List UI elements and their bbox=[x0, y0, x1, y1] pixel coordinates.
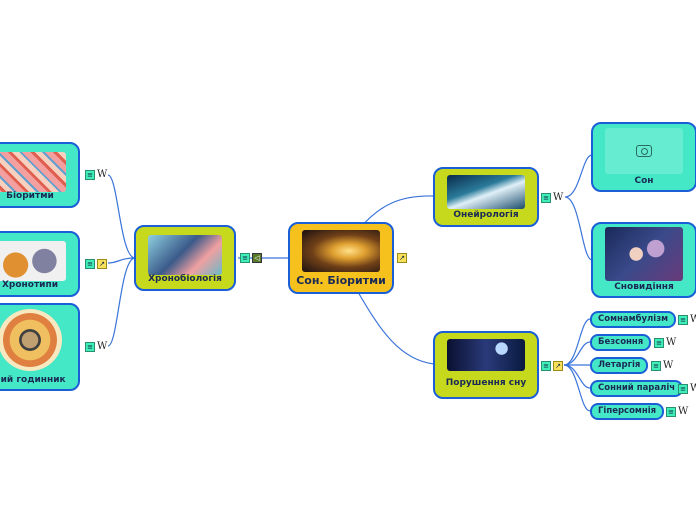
wikipedia-icon[interactable]: W bbox=[663, 360, 674, 371]
oneirology-node[interactable]: Онейрологія bbox=[433, 167, 539, 227]
sleep-image-placeholder bbox=[605, 128, 683, 174]
note-icon[interactable]: ≡ bbox=[541, 361, 551, 371]
biological-clock-label: ний годинник bbox=[0, 375, 66, 385]
root-node[interactable]: Сон. Біоритми bbox=[288, 222, 394, 294]
wikipedia-icon[interactable]: W bbox=[553, 192, 564, 203]
link-icon[interactable]: ↗ bbox=[553, 361, 563, 371]
wikipedia-icon[interactable]: W bbox=[690, 314, 696, 325]
note-icon[interactable]: ≡ bbox=[85, 259, 95, 269]
sleep-label: Сон bbox=[634, 176, 654, 186]
link-icon[interactable]: ↗ bbox=[397, 253, 407, 263]
oneirology-image bbox=[447, 175, 525, 209]
wikipedia-icon[interactable]: W bbox=[690, 383, 696, 394]
sleep-disorders-label: Порушення сну bbox=[445, 378, 527, 388]
biological-clock-node[interactable]: ний годинник bbox=[0, 303, 80, 391]
disorder-lethargy[interactable]: Летаргія bbox=[590, 357, 649, 374]
note-icon[interactable]: ≡ bbox=[541, 193, 551, 203]
note-icon[interactable]: ≡ bbox=[240, 253, 250, 263]
note-icon[interactable]: ≡ bbox=[654, 338, 664, 348]
note-icon[interactable]: ≡ bbox=[678, 315, 688, 325]
dreaming-image bbox=[605, 227, 683, 281]
wikipedia-icon[interactable]: W bbox=[97, 341, 108, 352]
link-icon[interactable]: ↗ bbox=[97, 259, 107, 269]
chronotypes-image bbox=[0, 241, 66, 281]
note-icon[interactable]: ≡ bbox=[85, 170, 95, 180]
disorder-insomnia[interactable]: Безсоння bbox=[590, 334, 652, 351]
disorder-somnambulism[interactable]: Сомнамбулізм bbox=[590, 311, 677, 328]
biological-clock-image bbox=[0, 309, 62, 371]
collapse-icon[interactable]: ◁ bbox=[252, 253, 262, 263]
biorhythms-image bbox=[0, 152, 66, 192]
chronobiology-label: Хронобіологія bbox=[148, 274, 222, 284]
chronotypes-label: Хронотипи bbox=[1, 280, 58, 290]
oneirology-label: Онейрологія bbox=[453, 210, 519, 220]
dreaming-node[interactable]: Сновидіння bbox=[591, 222, 696, 298]
wikipedia-icon[interactable]: W bbox=[666, 337, 677, 348]
root-label: Сон. Біоритми bbox=[296, 274, 386, 287]
root-image bbox=[302, 230, 380, 272]
note-icon[interactable]: ≡ bbox=[651, 361, 661, 371]
wikipedia-icon[interactable]: W bbox=[678, 406, 689, 417]
note-icon[interactable]: ≡ bbox=[678, 384, 688, 394]
chronobiology-image bbox=[148, 235, 222, 275]
note-icon[interactable]: ≡ bbox=[666, 407, 676, 417]
wikipedia-icon[interactable]: W bbox=[97, 169, 108, 180]
sleep-node[interactable]: Сон bbox=[591, 122, 696, 192]
disorder-hypersomnia[interactable]: Гіперсомнія bbox=[590, 403, 665, 420]
chronotypes-node[interactable]: Хронотипи bbox=[0, 231, 80, 297]
chronobiology-node[interactable]: Хронобіологія bbox=[134, 225, 236, 291]
biorhythms-node[interactable]: Біоритми bbox=[0, 142, 80, 208]
biorhythms-label: Біоритми bbox=[6, 191, 54, 201]
dreaming-label: Сновидіння bbox=[614, 282, 674, 292]
note-icon[interactable]: ≡ bbox=[85, 342, 95, 352]
sleep-disorders-image bbox=[447, 339, 525, 371]
disorder-sleep-paralysis[interactable]: Сонний параліч bbox=[590, 380, 684, 397]
camera-icon bbox=[636, 145, 652, 157]
sleep-disorders-node[interactable]: Порушення сну bbox=[433, 331, 539, 399]
